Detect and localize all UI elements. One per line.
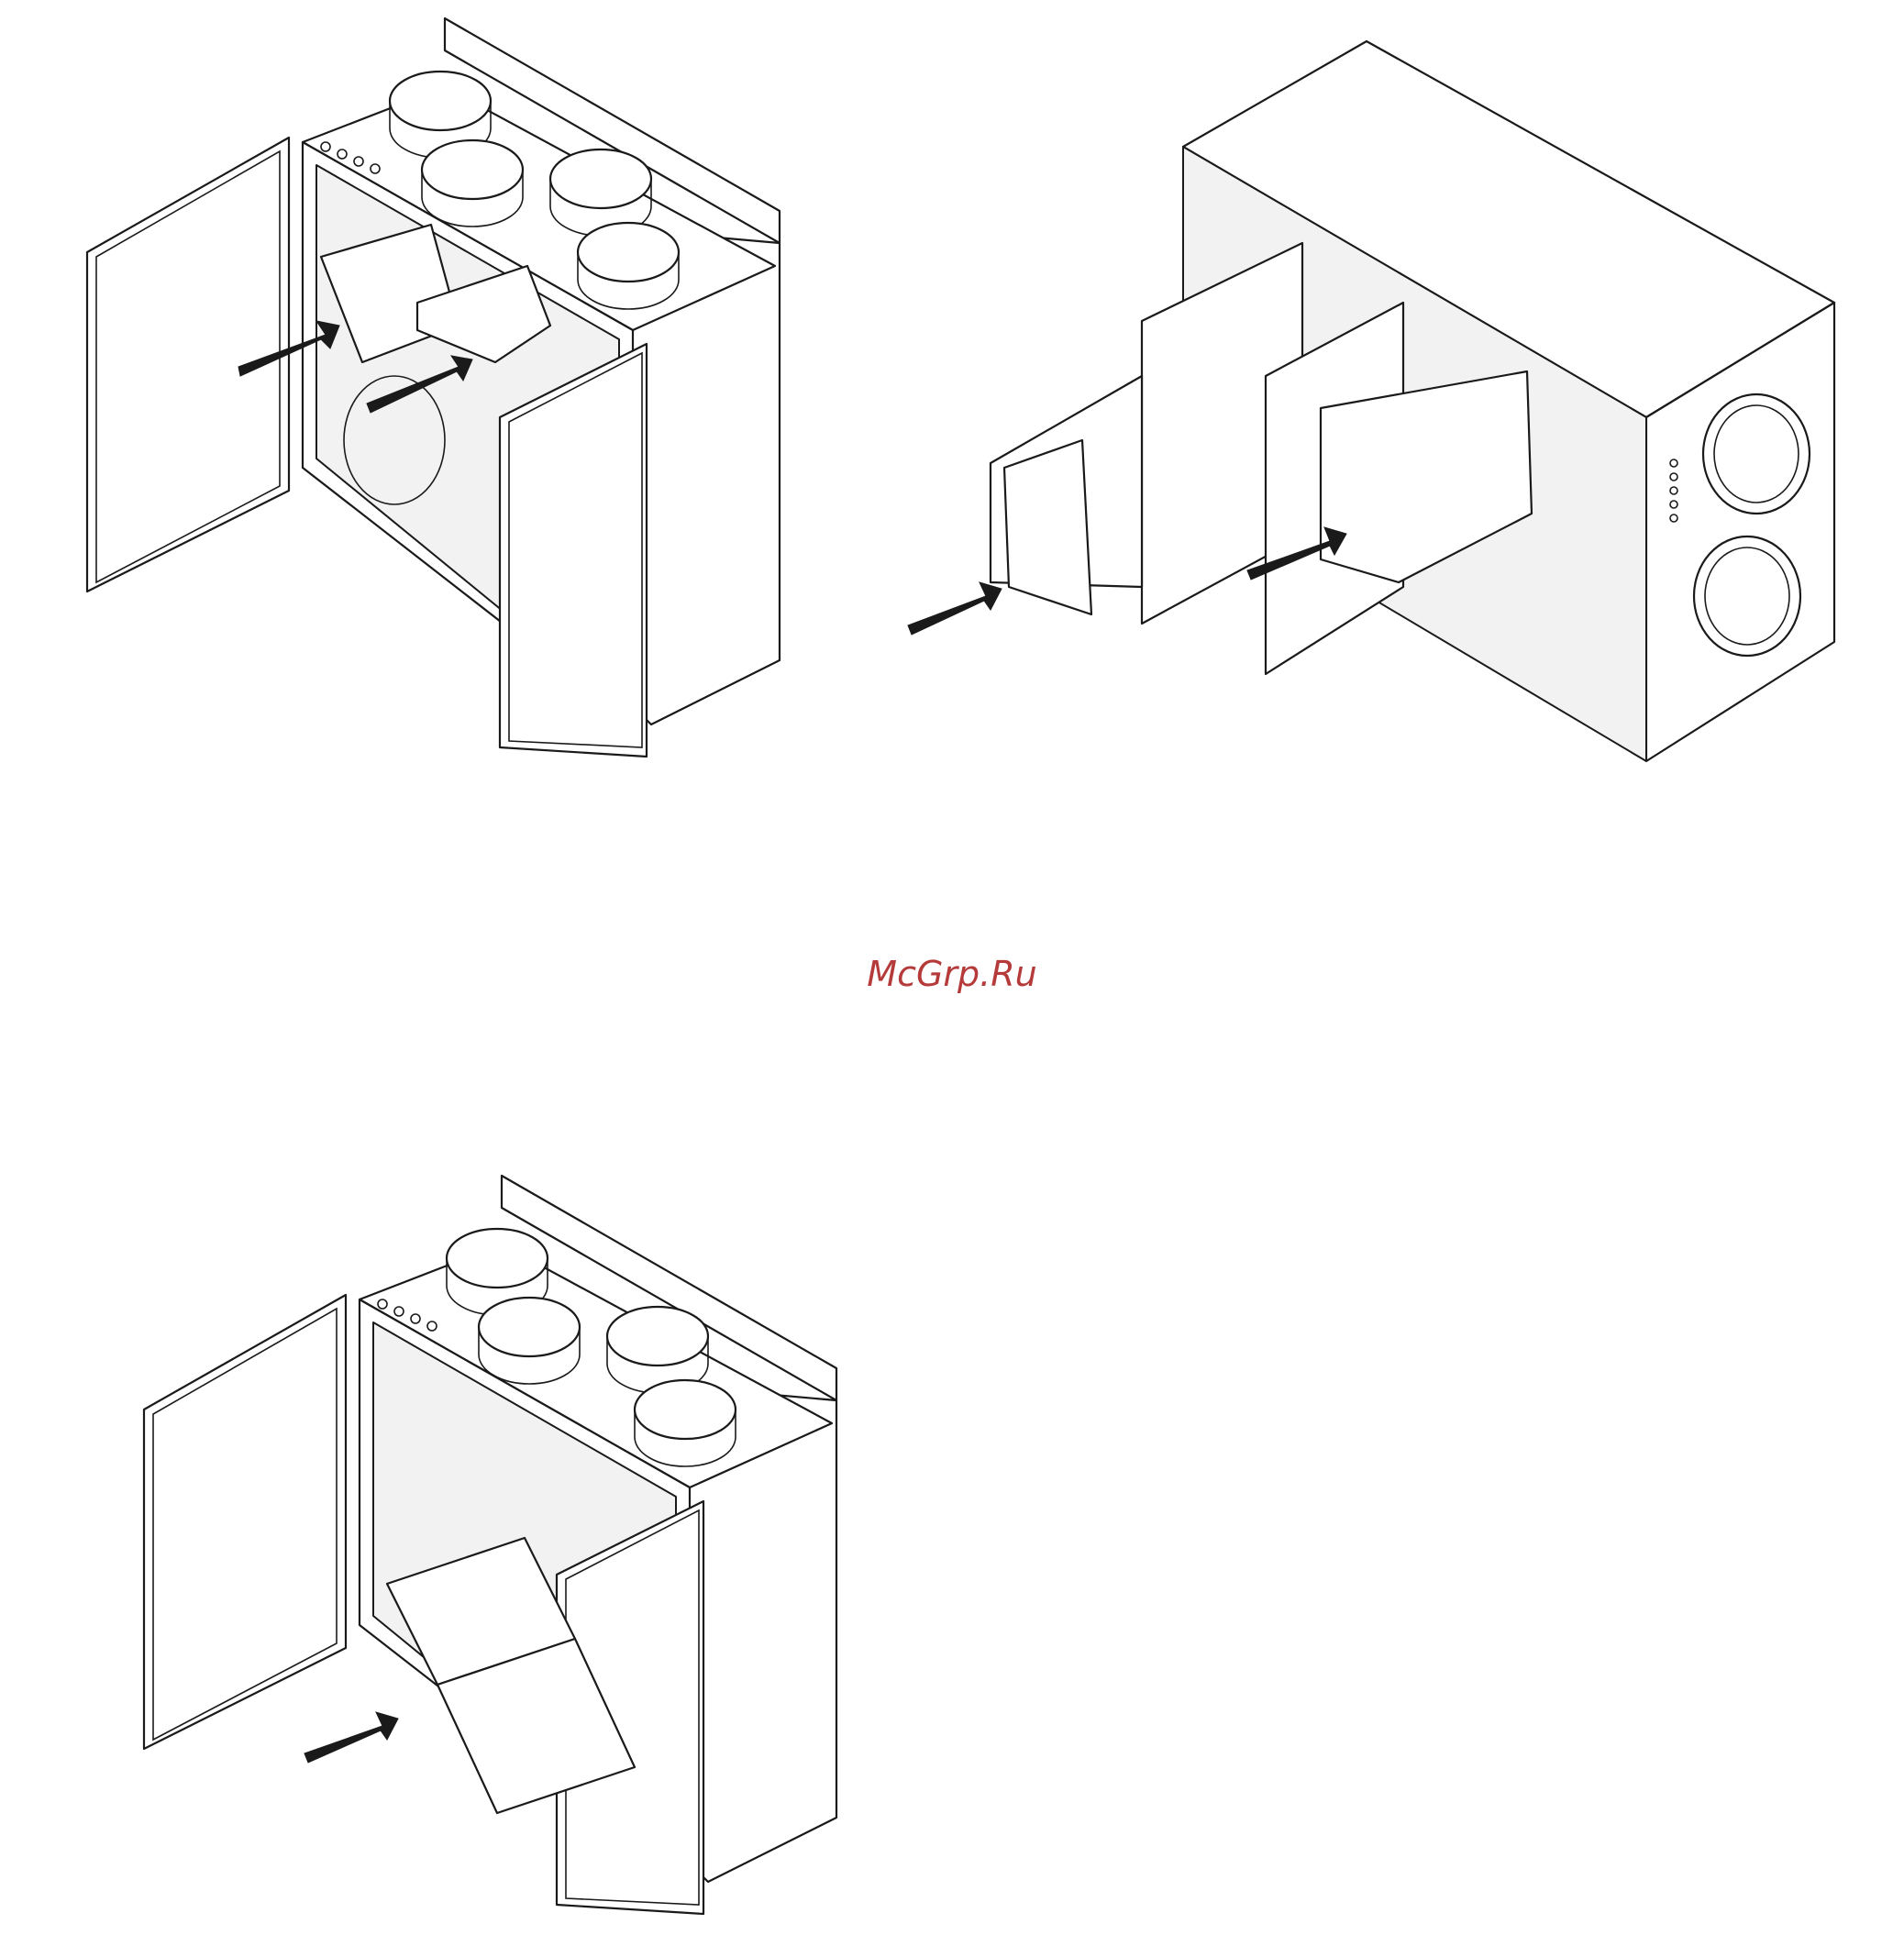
filter-drawer — [1319, 370, 1533, 584]
removal-arrow — [304, 1711, 399, 1764]
fan-wheel — [343, 375, 446, 505]
figure-vertical-unit-filters — [85, 17, 781, 758]
watermark: McGrp.Ru — [867, 954, 1036, 994]
removal-arrow — [1246, 526, 1347, 580]
duct-ring — [1701, 393, 1811, 515]
duct-ring — [1692, 535, 1802, 658]
removal-arrow — [366, 355, 473, 414]
figure-horizontal-unit-filters — [907, 39, 1836, 763]
removal-arrow — [907, 581, 1002, 636]
removal-arrow — [238, 320, 340, 377]
heat-exchanger — [436, 1637, 637, 1815]
figure-vertical-unit-exchanger — [142, 1174, 838, 1916]
filter-cassette — [415, 264, 552, 364]
